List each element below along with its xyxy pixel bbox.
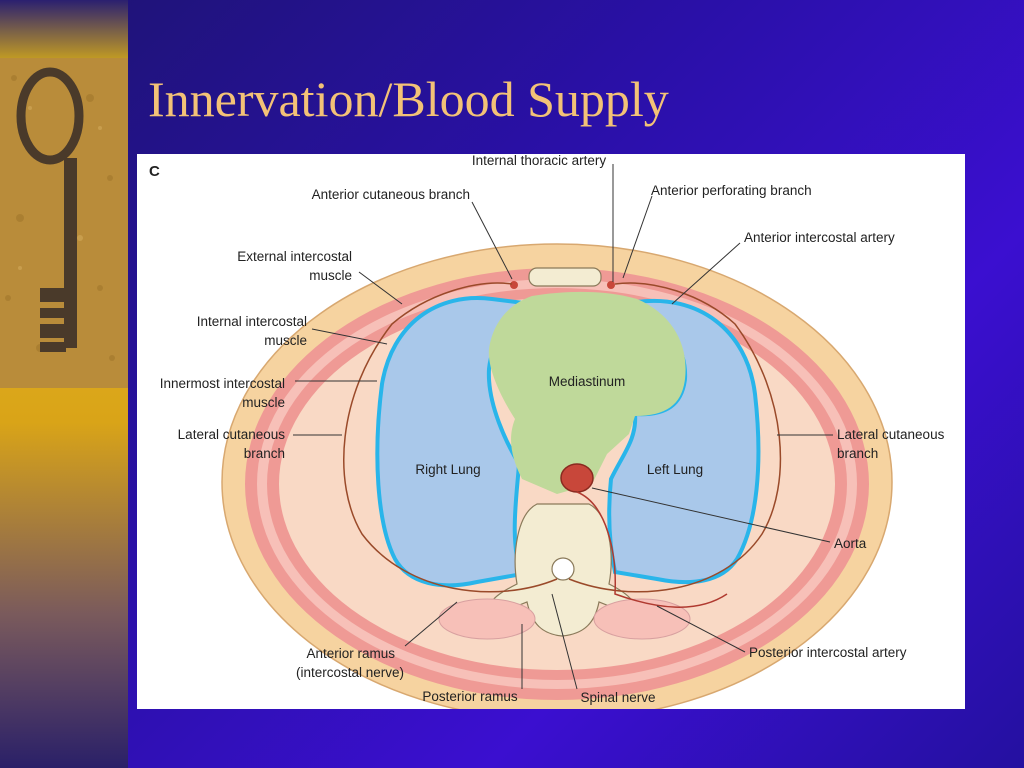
left-lung-label: Left Lung [647, 462, 703, 477]
label-anterior-ramus-1: Anterior ramus [306, 646, 395, 661]
label-anterior-cutaneous-branch: Anterior cutaneous branch [312, 187, 470, 202]
label-external-intercostal-1: External intercostal [237, 249, 352, 264]
label-lateral-cutaneous-right-2: branch [837, 446, 878, 461]
label-internal-thoracic-artery: Internal thoracic artery [472, 154, 607, 168]
label-external-intercostal-2: muscle [309, 268, 352, 283]
label-internal-intercostal-2: muscle [264, 333, 307, 348]
label-anterior-intercostal-artery: Anterior intercostal artery [744, 230, 895, 245]
antique-key-icon [0, 58, 128, 388]
intercostal-nerve-left [568, 282, 782, 593]
paraspinal-muscle-right [438, 598, 536, 640]
label-lateral-cutaneous-left-2: branch [244, 446, 285, 461]
paraspinal-muscle-left [593, 598, 691, 640]
panel-label: C [149, 163, 160, 180]
right-lung [375, 296, 538, 588]
spinal-cord [551, 557, 575, 581]
sternum [528, 267, 602, 287]
label-anterior-ramus-2: (intercostal nerve) [296, 665, 404, 680]
thorax-cross-section-figure: C Mediastinum Right Lung Left Lung [137, 154, 965, 709]
internal-thoracic-artery-left [607, 281, 615, 289]
label-innermost-intercostal-2: muscle [242, 395, 285, 410]
leader-lines [293, 164, 833, 690]
right-lung-label: Right Lung [415, 462, 480, 477]
label-spinal-nerve: Spinal nerve [580, 690, 655, 705]
mediastinum-label: Mediastinum [549, 374, 626, 389]
label-posterior-ramus: Posterior ramus [422, 689, 518, 704]
thorax-diagram: C Mediastinum Right Lung Left Lung [149, 154, 945, 709]
aorta [560, 463, 594, 493]
label-internal-intercostal-1: Internal intercostal [197, 314, 307, 329]
internal-thoracic-artery-right [510, 281, 518, 289]
slide-title: Innervation/Blood Supply [148, 71, 669, 127]
mediastinum [488, 291, 686, 494]
label-innermost-intercostal-1: Innermost intercostal [160, 376, 285, 391]
label-lateral-cutaneous-left-1: Lateral cutaneous [178, 427, 286, 442]
posterior-intercostal-artery [576, 491, 728, 608]
label-aorta: Aorta [834, 536, 867, 551]
label-posterior-intercostal-artery: Posterior intercostal artery [749, 645, 907, 660]
intercostal-nerve-right [343, 282, 558, 593]
label-anterior-perforating-branch: Anterior perforating branch [651, 183, 812, 198]
label-lateral-cutaneous-right-1: Lateral cutaneous [837, 427, 945, 442]
